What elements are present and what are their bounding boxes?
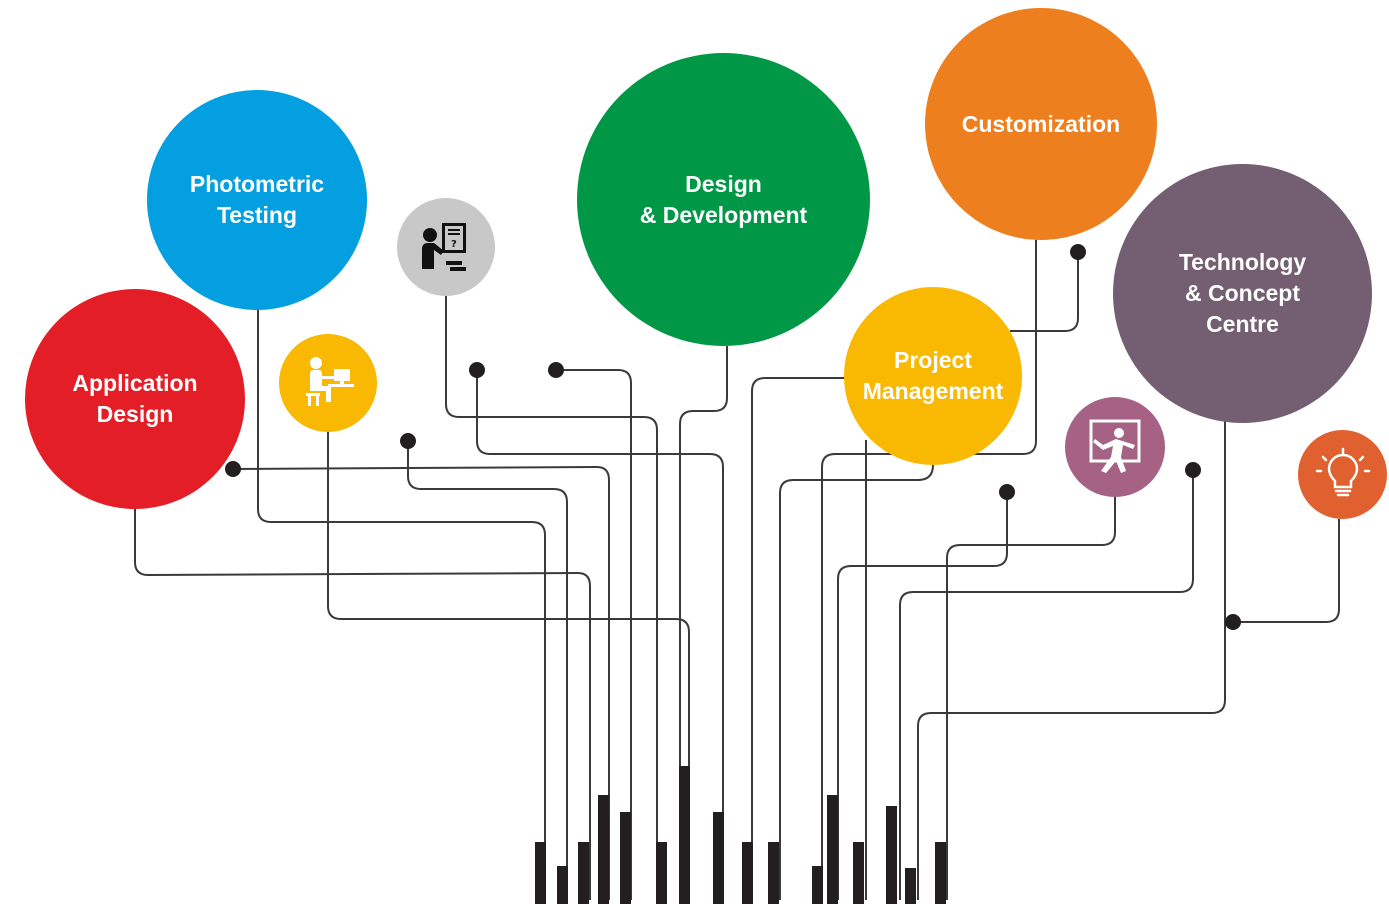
base-bar xyxy=(853,842,864,904)
project-management-bubble: Project Management xyxy=(844,287,1022,465)
base-bar xyxy=(557,866,568,904)
base-bar xyxy=(535,842,546,904)
connector-line xyxy=(917,420,1226,900)
connector-line xyxy=(837,492,1008,900)
customization-label: Customization xyxy=(961,110,1121,137)
connector-line xyxy=(476,370,724,900)
svg-text:?: ? xyxy=(451,239,457,250)
base-bar xyxy=(679,766,690,904)
connector-line xyxy=(1010,252,1079,332)
connector-dot xyxy=(1070,244,1086,260)
connector-line xyxy=(407,441,568,900)
photometric-testing-bubble: Photometric Testing xyxy=(147,90,367,310)
connector-line xyxy=(257,310,546,900)
lightbulb-icon xyxy=(1298,430,1387,519)
connector-line xyxy=(556,369,632,900)
connector-line xyxy=(1233,519,1340,623)
base-bar xyxy=(713,812,724,904)
technology-concept-centre-label: Technology & Concept Centre xyxy=(1178,249,1307,337)
connector-dot xyxy=(1185,462,1201,478)
base-bar xyxy=(886,806,897,904)
base-bar xyxy=(598,795,609,904)
connector-line xyxy=(327,432,690,900)
connector-line xyxy=(679,346,728,900)
base-bar xyxy=(742,842,753,904)
connector-dot xyxy=(469,362,485,378)
technology-concept-centre-bubble: Technology & Concept Centre xyxy=(1113,164,1372,423)
connector-line xyxy=(946,497,1116,900)
base-bar xyxy=(935,842,946,904)
desk-worker-icon xyxy=(279,334,377,432)
project-management-label: Project Management xyxy=(862,347,1004,404)
connector-line xyxy=(232,465,610,900)
design-development-label: Design & Development xyxy=(639,170,808,228)
base-bar xyxy=(656,842,667,904)
connector-dot xyxy=(999,484,1015,500)
presentation-icon: ? xyxy=(397,198,495,296)
design-development-bubble: Design & Development xyxy=(577,53,870,346)
application-design-bubble: Application Design xyxy=(25,289,245,509)
connector-line xyxy=(751,377,850,900)
connector-line xyxy=(779,464,934,900)
installation-worker-icon xyxy=(1065,397,1165,497)
connector-line xyxy=(899,470,1194,900)
base-bar xyxy=(905,868,916,904)
connector-dot xyxy=(548,362,564,378)
connector-dot xyxy=(400,433,416,449)
connector-line xyxy=(134,509,591,900)
connector-dot xyxy=(225,461,241,477)
base-bar xyxy=(768,842,779,904)
base-bar xyxy=(812,866,823,904)
application-design-label: Application Design xyxy=(72,370,198,427)
customization-bubble: Customization xyxy=(925,8,1157,240)
connector-line xyxy=(445,296,658,900)
base-bar xyxy=(827,795,838,904)
photometric-testing-label: Photometric Testing xyxy=(189,171,325,228)
base-bar xyxy=(578,842,589,904)
connector-dot xyxy=(1225,614,1241,630)
base-bar xyxy=(620,812,631,904)
